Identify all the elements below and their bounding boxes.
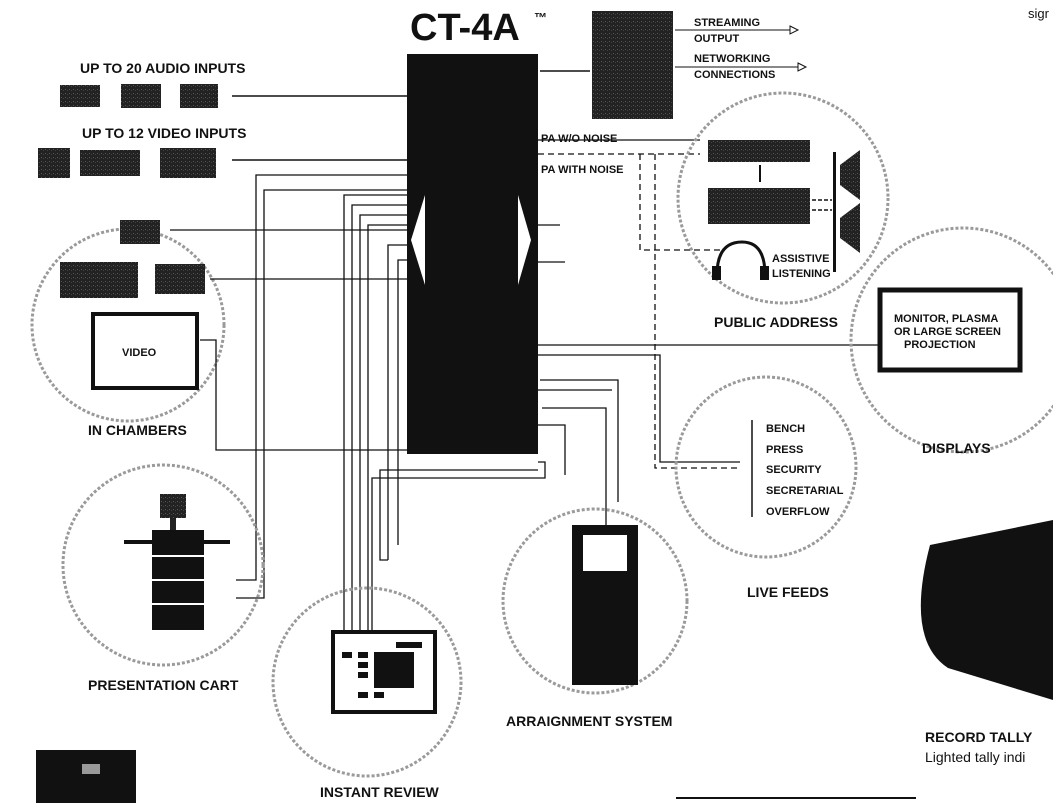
headphones-icon (717, 242, 765, 275)
headphone-earcup (712, 266, 721, 280)
pa-processor-device (708, 140, 810, 162)
streaming-label: STREAMING (694, 17, 760, 29)
bottom-left-device (36, 750, 136, 803)
camera-icon (38, 148, 70, 178)
speaker-icon (840, 150, 860, 200)
arraignment-screen (583, 535, 627, 571)
video-inputs-label: UP TO 12 VIDEO INPUTS (82, 125, 246, 141)
record-tally-label: RECORD TALLY (925, 729, 1033, 745)
presentation-cart-icon (124, 494, 230, 630)
video-input-icons (38, 148, 216, 178)
listening-label: LISTENING (772, 268, 831, 280)
displays-label: DISPLAYS (922, 440, 991, 456)
chambers-camera-icon (120, 220, 160, 244)
audio-input-icons (60, 84, 218, 108)
audio-inputs-label: UP TO 20 AUDIO INPUTS (80, 60, 245, 76)
in-chambers-label: IN CHAMBERS (88, 422, 187, 438)
ct4a-title: CT-4A (410, 7, 520, 49)
streaming-encoder-device (592, 11, 673, 119)
instant-review-label: INSTANT REVIEW (320, 784, 440, 800)
connections-label: CONNECTIONS (694, 69, 775, 81)
display-line1: MONITOR, PLASMA (894, 313, 998, 325)
live-feed-item: OVERFLOW (766, 506, 830, 518)
pa-amplifier-device (708, 188, 810, 224)
display-line3: PROJECTION (904, 339, 976, 351)
live-feeds-list: BENCH PRESS SECURITY SECRETARIAL OVERFLO… (766, 423, 844, 518)
presentation-cart-label: PRESENTATION CART (88, 677, 239, 693)
microphone-icon (180, 84, 218, 108)
speaker-icon (840, 203, 860, 253)
live-feed-item: PRESS (766, 444, 803, 456)
chambers-recorder-device (60, 262, 138, 298)
trademark-mark: ™ (534, 10, 547, 25)
camera-icon (80, 150, 140, 176)
networking-label: NETWORKING (694, 53, 770, 65)
record-tally-description: Lighted tally indi (925, 749, 1025, 765)
pa-without-noise-label: PA W/O NOISE (541, 133, 617, 145)
arraignment-label: ARRAIGNMENT SYSTEM (506, 713, 672, 729)
headphone-earcup (760, 266, 769, 280)
live-feeds-label: LIVE FEEDS (747, 584, 829, 600)
camera-icon (160, 148, 216, 178)
speaker-stand (833, 152, 836, 272)
pa-with-noise-label: PA WITH NOISE (541, 164, 624, 176)
microphone-icon (121, 84, 161, 108)
live-feed-item: BENCH (766, 423, 805, 435)
microphone-icon (60, 85, 100, 107)
live-feed-item: SECRETARIAL (766, 485, 844, 497)
streaming-arrow-icon (790, 26, 798, 34)
public-address-label: PUBLIC ADDRESS (714, 314, 838, 330)
live-feed-item: SECURITY (766, 464, 822, 476)
bottom-left-device-detail (82, 764, 100, 774)
chambers-camera2-icon (155, 264, 205, 294)
networking-arrow-icon (798, 63, 806, 71)
assistive-label: ASSISTIVE (772, 253, 829, 265)
record-tally-device (921, 520, 1053, 700)
chambers-video-label: VIDEO (122, 347, 157, 359)
display-line2: OR LARGE SCREEN (894, 326, 1001, 338)
corner-text: sigr (1028, 6, 1050, 21)
output-label: OUTPUT (694, 33, 740, 45)
